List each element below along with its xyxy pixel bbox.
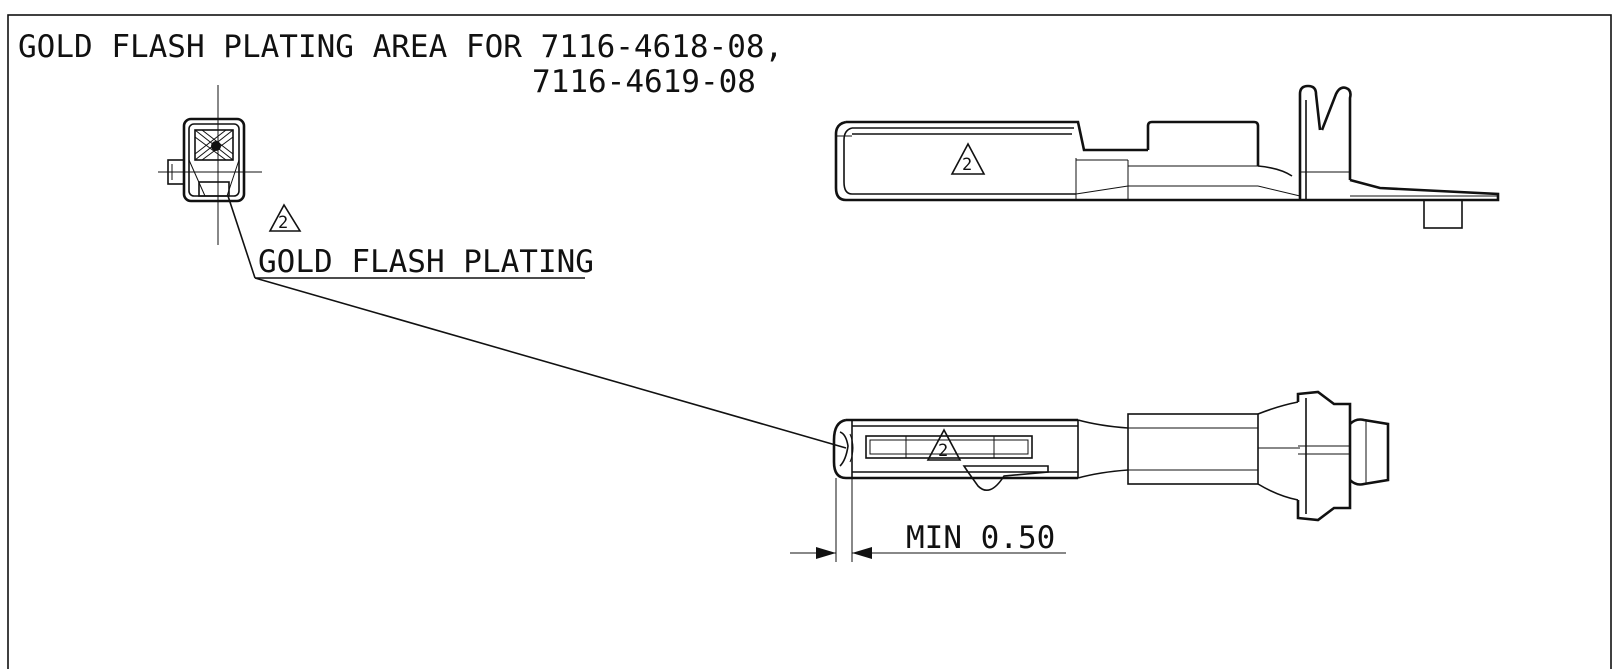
revision-triangle-callout — [268, 203, 302, 232]
bottom-view: 2 — [832, 390, 1390, 522]
side-view-revision-mark: 2 — [962, 155, 972, 175]
revision-triangle-side-view — [950, 142, 986, 175]
bottom-view-revision-mark: 2 — [938, 441, 948, 461]
title-line-1: GOLD FLASH PLATING AREA FOR 7116-4618-08… — [18, 29, 783, 65]
leader-line-upper — [227, 195, 256, 279]
leader-line-lower — [254, 277, 847, 449]
end-view — [158, 85, 262, 245]
dimension-min-gold: MIN 0.50 — [790, 478, 1066, 562]
dimension-label: MIN 0.50 — [906, 520, 1055, 556]
side-view: 2 — [834, 84, 1500, 229]
drawing-frame — [7, 14, 1612, 669]
callout-group: 2 GOLD FLASH PLATING — [227, 195, 847, 449]
callout-label: GOLD FLASH PLATING — [258, 244, 594, 280]
revision-triangle-bottom-view — [926, 428, 962, 461]
callout-revision-mark: 2 — [278, 213, 288, 233]
title-line-2: 7116-4619-08 — [532, 64, 756, 100]
